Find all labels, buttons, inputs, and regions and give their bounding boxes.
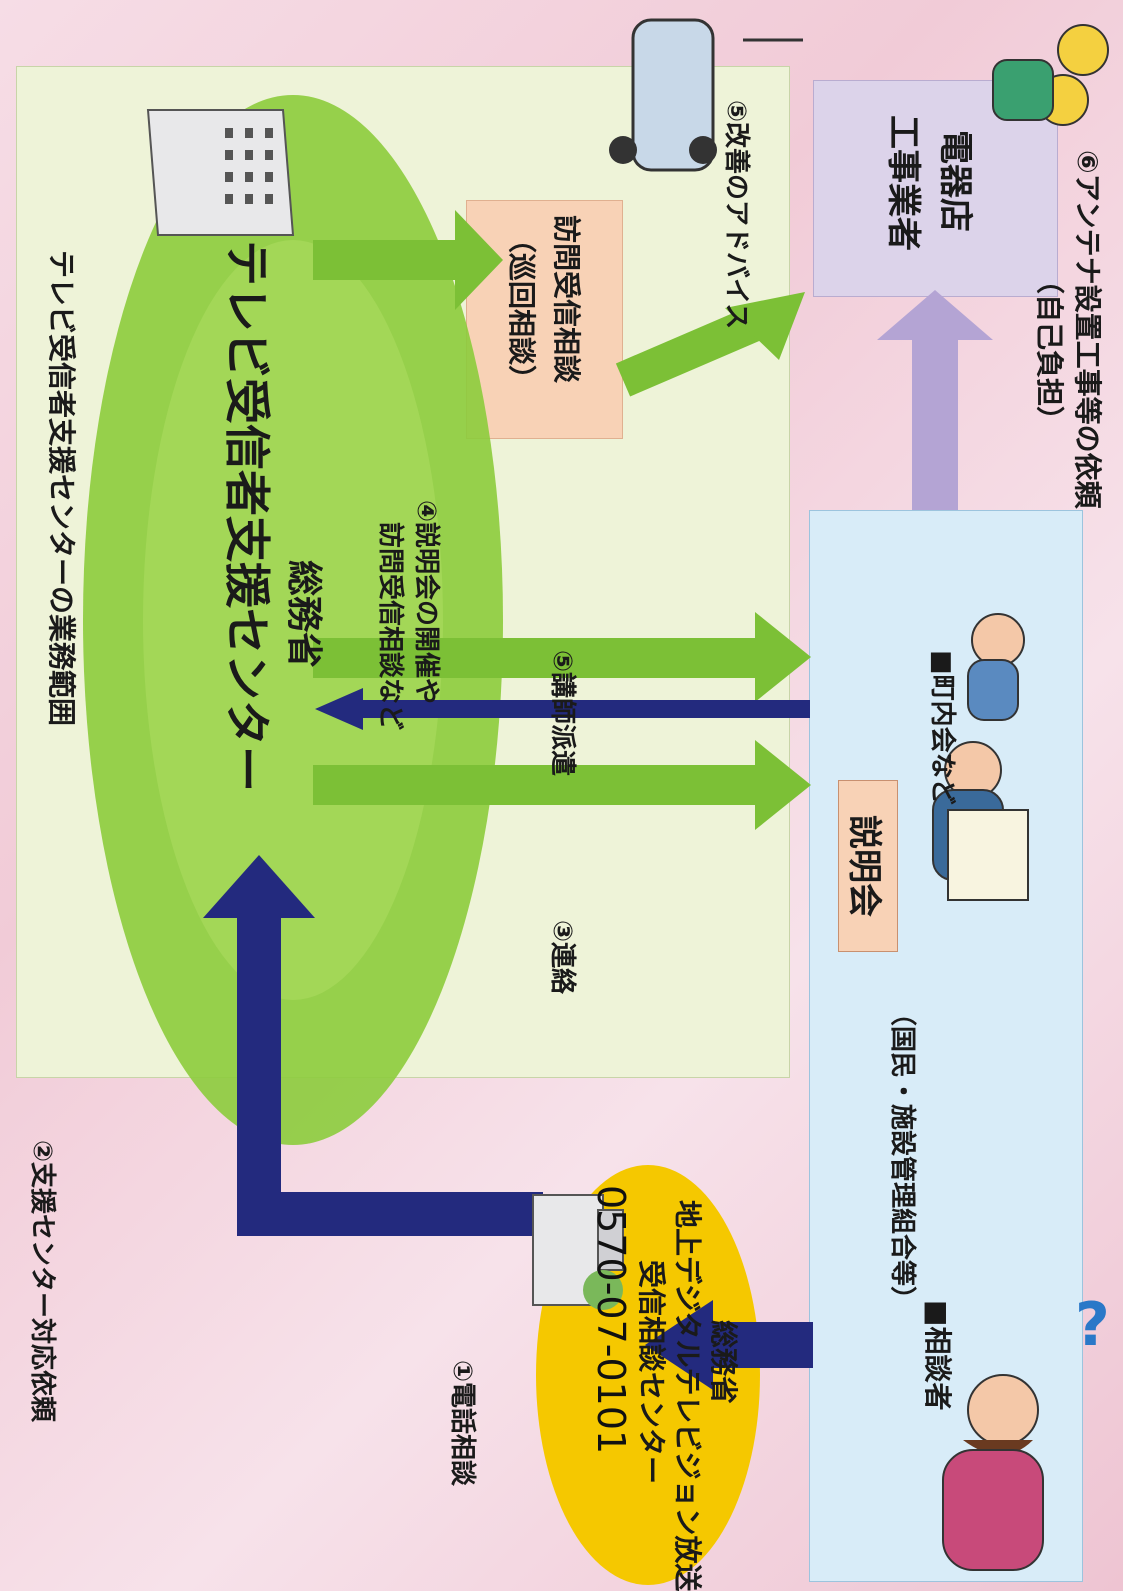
step3-label: ③連絡 — [547, 920, 577, 995]
step6-label-line1: ⑥アンテナ設置工事等の依頼 — [1071, 150, 1104, 509]
phone-consult-arrow — [645, 1300, 813, 1390]
seminar-arrow — [313, 612, 811, 702]
callcenter-line1: 総務省 — [707, 1320, 740, 1405]
scope-caption: テレビ受信者支援センターの業務範囲 — [45, 250, 78, 727]
car-icon — [609, 18, 803, 172]
meeting-people-icon — [932, 613, 1029, 901]
visit-request-arrow — [313, 210, 503, 310]
callcenter-line3: 受信相談センター — [635, 1260, 668, 1485]
support-center-line2: テレビ受信者支援センター — [220, 240, 274, 792]
callcenter-phone: 0570-07-0101 — [589, 1185, 633, 1455]
step2-label: ②支援センター対応依頼 — [27, 1140, 57, 1423]
step4-label-line1: ④説明会の開催や — [411, 500, 441, 705]
feedback-arrow — [315, 688, 810, 730]
callcenter-line2: 地上デジタルテレビジョン放送 — [671, 1200, 704, 1591]
contact-arrow — [313, 740, 811, 830]
question-icon: ? — [1075, 1290, 1110, 1360]
consultant-title: ■相談者 — [921, 1300, 954, 1411]
step6-label-line2: （自己負担） — [1033, 266, 1066, 435]
support-center-line1: 総務省 — [283, 560, 324, 669]
workers-icon — [992, 24, 1109, 126]
advice-arrow — [615, 292, 805, 397]
building-icon — [146, 109, 295, 236]
consultant-person-icon — [942, 1374, 1044, 1571]
consultant-sub: （国民・施設管理組合等） — [887, 1000, 917, 1313]
electrician-line2: 工事業者 — [883, 115, 923, 251]
visit-consult-line2: （巡回相談） — [505, 225, 538, 394]
step1-label: ①電話相談 — [447, 1360, 477, 1487]
step5a-label: ⑤講師派遣 — [547, 650, 577, 777]
callcenter-building-icon — [532, 1194, 624, 1310]
visit-consult-line1: 訪問受信相談 — [550, 215, 583, 384]
neighborhood-label: ■町内会など — [927, 650, 957, 805]
install-request-arrow — [877, 290, 993, 510]
electrician-line1: 電器店 — [935, 130, 975, 232]
request-arrow — [203, 855, 543, 1236]
step5b-label: ⑤改善のアドバイス — [721, 100, 751, 330]
step4-label-line2: 訪問受信相談など — [375, 522, 405, 731]
briefing-label: 説明会 — [838, 780, 898, 952]
